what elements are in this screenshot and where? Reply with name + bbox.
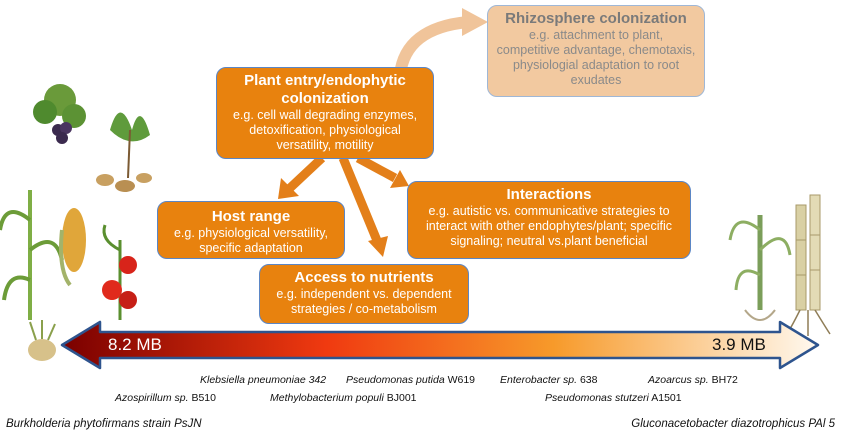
organism-label: Klebsiella pneumoniae 342 (200, 374, 326, 386)
curved-arrow (394, 16, 469, 76)
box-text: e.g. cell wall degrading enzymes, detoxi… (232, 108, 418, 152)
organism-label: Pseudomonas stutzeri A1501 (545, 392, 682, 404)
box-text: e.g. physiological versatility, specific… (173, 226, 328, 255)
genome-size-right: 3.9 MB (712, 335, 766, 354)
box-text: e.g. autistic vs. communicative strategi… (426, 204, 672, 248)
organism-strain: 638 (577, 374, 598, 386)
organism-strain: BJ001 (383, 392, 417, 404)
box-text: e.g. independent vs. dependent strategie… (276, 287, 452, 316)
organism-strain: BH72 (708, 374, 738, 386)
box-plant-entry: Plant entry/endophytic colonization e.g.… (216, 67, 434, 159)
box-access-nutrients: Access to nutrients e.g. independent vs.… (259, 264, 469, 324)
plant-illustration-right (728, 194, 831, 336)
organism-genus: Pseudomonas stutzeri (545, 392, 649, 404)
organism-genus: Azospirillum sp. (115, 392, 189, 404)
organism-genus: Enterobacter sp. (500, 374, 578, 386)
box-rhizosphere-colonization: Rhizosphere colonization e.g. attachment… (487, 5, 705, 97)
box-title: Host range (211, 208, 291, 225)
organism-strain: W619 (444, 374, 476, 386)
organism-label: Azospirillum sp. B510 (115, 392, 216, 404)
organism-genus: Azoarcus sp. (648, 374, 709, 386)
box-title: Interactions (506, 186, 592, 203)
organism-genus: Pseudomonas putida (346, 374, 445, 386)
organism-label: Azoarcus sp. BH72 (648, 374, 738, 386)
flow-arrows (278, 154, 409, 257)
genome-size-arrow (60, 320, 820, 370)
box-interactions: Interactions e.g. autistic vs. communica… (407, 181, 691, 259)
organism-label: Pseudomonas putida W619 (346, 374, 475, 386)
organism-label: Methylobacterium populi BJ001 (270, 392, 417, 404)
plant-illustration-left (0, 84, 152, 361)
box-text: e.g. attachment to plant, competitive ad… (496, 28, 696, 87)
box-title: Plant entry/endophytic colonization (244, 72, 406, 107)
organism-genus: Methylobacterium populi (270, 392, 384, 404)
box-host-range: Host range e.g. physiological versatilit… (157, 201, 345, 259)
genome-size-left: 8.2 MB (108, 335, 162, 354)
box-title: Rhizosphere colonization (505, 10, 687, 27)
organism-genus: Klebsiella pneumoniae 342 (200, 374, 327, 386)
organism-label: Enterobacter sp. 638 (500, 374, 597, 386)
strain-right: Gluconacetobacter diazotrophicus PAl 5 (631, 418, 835, 430)
organism-strain: B510 (188, 392, 216, 404)
strain-left: Burkholderia phytofirmans strain PsJN (6, 418, 202, 430)
box-title: Access to nutrients (294, 269, 434, 286)
organism-strain: A1501 (648, 392, 682, 404)
